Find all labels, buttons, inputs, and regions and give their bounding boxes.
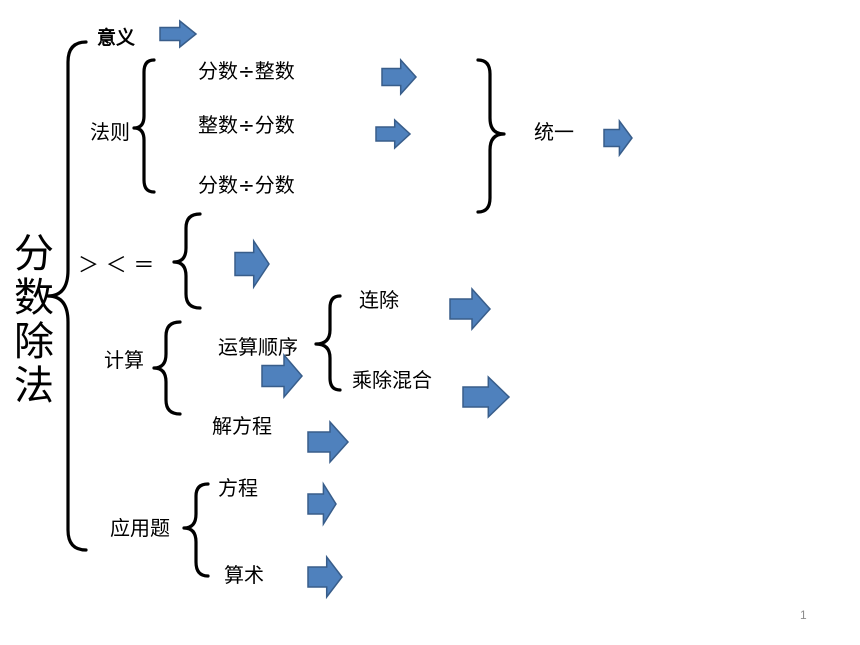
- order-item-continuous-division: 连除: [359, 288, 399, 312]
- meaning-label: 意义: [97, 27, 136, 49]
- calculation-label: 计算: [104, 348, 144, 372]
- arrows-group: [159, 19, 633, 600]
- rule-item-fraction-by-integer: 分数÷整数: [198, 59, 295, 83]
- order-arrow-icon: [261, 352, 303, 400]
- unify-brace: [476, 58, 506, 214]
- order-label: 运算顺序: [218, 335, 298, 359]
- unify-arrow-icon: [603, 118, 633, 158]
- continuous-division-arrow-icon: [449, 287, 492, 331]
- order-brace: [314, 294, 342, 392]
- rule-item-integer-by-fraction: 整数÷分数: [198, 113, 295, 137]
- application-equation-arrow-icon: [307, 481, 337, 527]
- meaning-arrow-icon: [159, 19, 198, 49]
- rules-label: 法则: [90, 120, 130, 144]
- compare-brace: [172, 212, 202, 310]
- equation-label: 解方程: [212, 414, 272, 438]
- rules-brace: [132, 58, 156, 194]
- unify-label: 统一: [534, 120, 574, 144]
- compare-arrow-icon: [234, 238, 270, 290]
- page-number: 1: [800, 608, 807, 622]
- rule-arrow-2-icon: [375, 118, 412, 150]
- compare-label: ＞ ＜ ＝: [78, 253, 155, 277]
- rule-item-fraction-by-fraction: 分数÷分数: [198, 173, 295, 197]
- equation-arrow-icon: [307, 420, 350, 464]
- calculation-brace: [152, 320, 182, 416]
- application-item-arithmetic: 算术: [224, 563, 264, 587]
- mixed-arrow-icon: [462, 375, 511, 419]
- arithmetic-arrow-icon: [307, 554, 343, 600]
- application-item-equation: 方程: [218, 476, 258, 500]
- rule-arrow-1-icon: [381, 58, 418, 96]
- root-brace: [46, 40, 88, 552]
- order-item-mixed-multiply-divide: 乘除混合: [352, 368, 432, 392]
- root-title: 分数除法: [14, 231, 54, 409]
- application-brace: [182, 482, 210, 578]
- application-label: 应用题: [110, 516, 170, 540]
